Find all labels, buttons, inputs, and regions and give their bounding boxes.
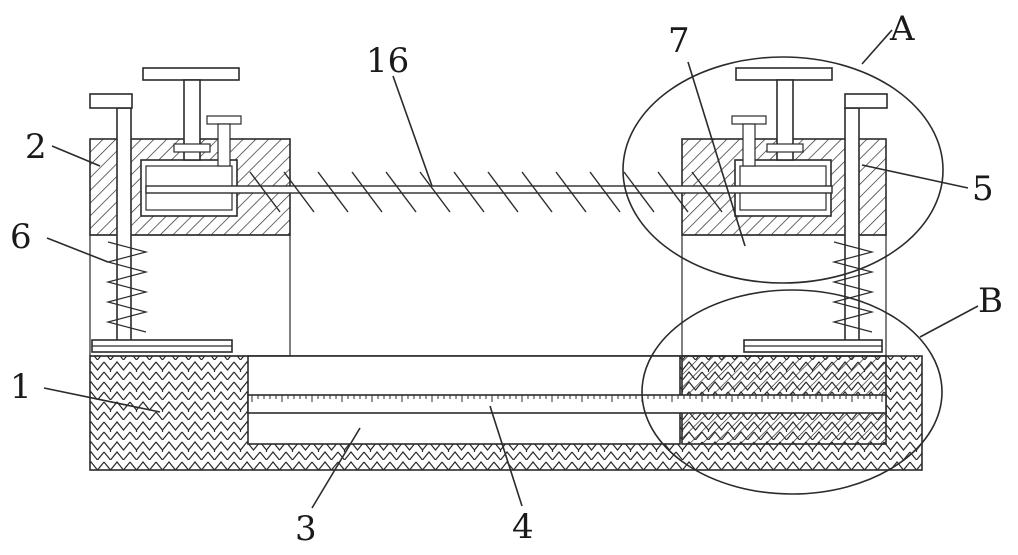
left-column: [90, 68, 290, 356]
label-16: 16: [366, 41, 409, 81]
label-b: B: [978, 281, 1003, 321]
label-7: 7: [668, 21, 690, 61]
label-5: 5: [972, 169, 994, 209]
right-column: [682, 68, 887, 356]
label-a: A: [889, 9, 915, 49]
label-1: 1: [10, 367, 32, 407]
label-6: 6: [10, 217, 32, 257]
label-2: 2: [25, 127, 47, 167]
scale-rail: [248, 395, 886, 413]
label-4: 4: [512, 507, 534, 547]
label-3: 3: [295, 509, 317, 549]
